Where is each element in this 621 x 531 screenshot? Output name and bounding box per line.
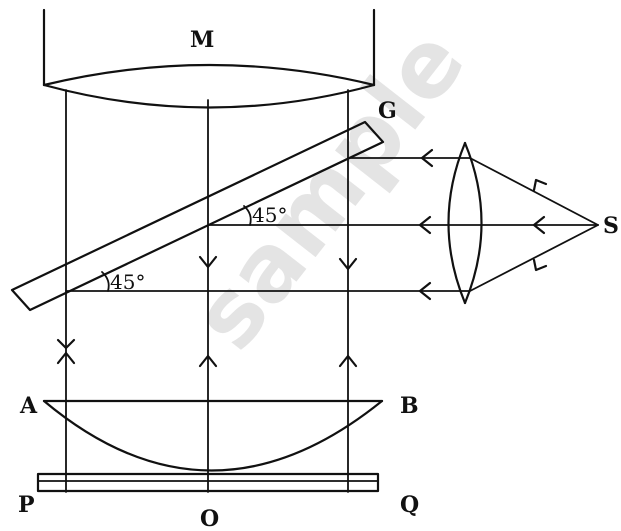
arrow-right-down: [338, 257, 358, 271]
converging-lens: [447, 141, 483, 305]
arrowheads: [56, 148, 548, 368]
angle-arc-lower: [101, 271, 110, 292]
arrow-source-upper: [532, 178, 548, 192]
arrow-right-up: [338, 354, 358, 368]
angle-label-lower: 45°: [110, 270, 145, 294]
watermark: sample: [172, 9, 486, 368]
glass-plate-g: G: [10, 98, 397, 312]
ray-source-upper: [469, 157, 599, 226]
glass-plate-pq: P Q O: [18, 472, 419, 531]
lens-curved-face: [42, 399, 384, 472]
label-g: G: [378, 98, 397, 124]
arrow-source-lower: [532, 258, 548, 272]
angle-arc-upper: [243, 205, 252, 226]
glass-plate-pq-outline: [36, 472, 380, 493]
label-m: M: [190, 27, 214, 53]
arrow-middle-right: [532, 215, 546, 235]
plano-convex-lens: A B: [19, 393, 419, 472]
angle-label-upper: 45°: [252, 203, 287, 227]
label-a: A: [19, 393, 38, 419]
label-q: Q: [400, 492, 419, 518]
converging-lens-left-face: [447, 141, 467, 305]
label-b: B: [400, 393, 419, 419]
label-p: P: [18, 492, 35, 518]
angle-markers: 45° 45°: [101, 203, 287, 294]
microscope: M: [42, 8, 376, 109]
arrow-left-down: [56, 338, 76, 350]
ray-source-lower: [469, 224, 599, 292]
label-o: O: [200, 506, 219, 531]
label-s: S: [603, 213, 619, 239]
glass-plate-outline: [10, 120, 385, 312]
arrow-bottom-left: [418, 281, 432, 301]
arrow-center-down: [198, 255, 218, 269]
arrow-top-left: [420, 148, 434, 168]
watermark-text: sample: [172, 9, 486, 368]
converging-lens-right-face: [463, 141, 483, 305]
objective-lens-top: [42, 63, 376, 87]
arrow-left-up: [56, 351, 76, 365]
arrow-middle-left: [418, 215, 432, 235]
arrow-center-up: [198, 354, 218, 368]
objective-lens-bottom: [42, 83, 376, 109]
